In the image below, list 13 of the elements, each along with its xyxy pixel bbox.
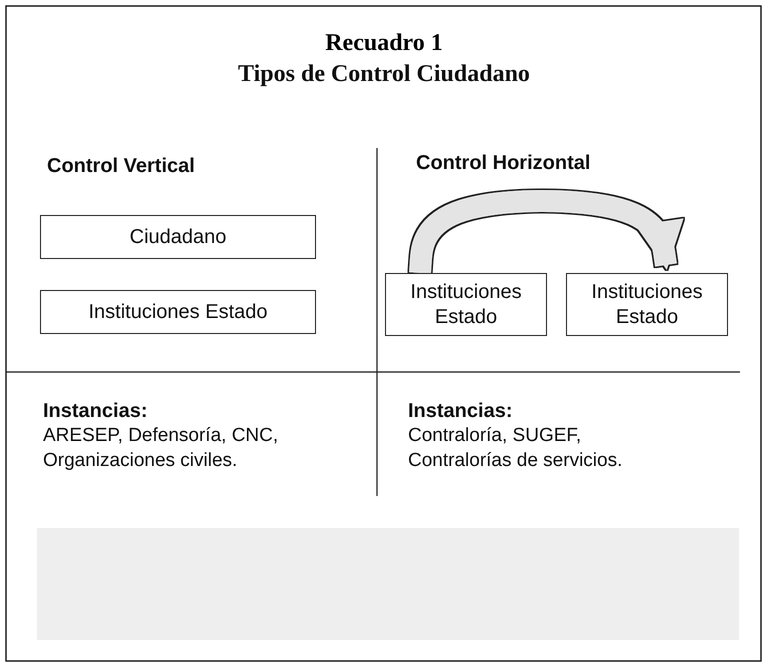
title: Recuadro 1 <box>324 29 444 58</box>
heading: Control Vertical <box>47 154 196 179</box>
curved-arrow <box>409 190 684 274</box>
heading: Control Horizontal <box>416 151 592 176</box>
note: Contraloría, SUGEF, Contralorías de servicios. <box>408 424 624 473</box>
text-box: Ciudadano <box>40 215 316 259</box>
subtitle: Tipos de Control Ciudadano <box>237 60 531 89</box>
text-box: Instituciones Estado <box>385 273 547 336</box>
heading: Instancias: <box>43 399 148 424</box>
note: ARESEP, Defensoría, CNC, Organizaciones civiles. <box>43 424 280 473</box>
heading: Instancias: <box>408 399 514 424</box>
text-box: Instituciones Estado <box>566 273 728 336</box>
text-box: Instituciones Estado <box>40 290 316 334</box>
